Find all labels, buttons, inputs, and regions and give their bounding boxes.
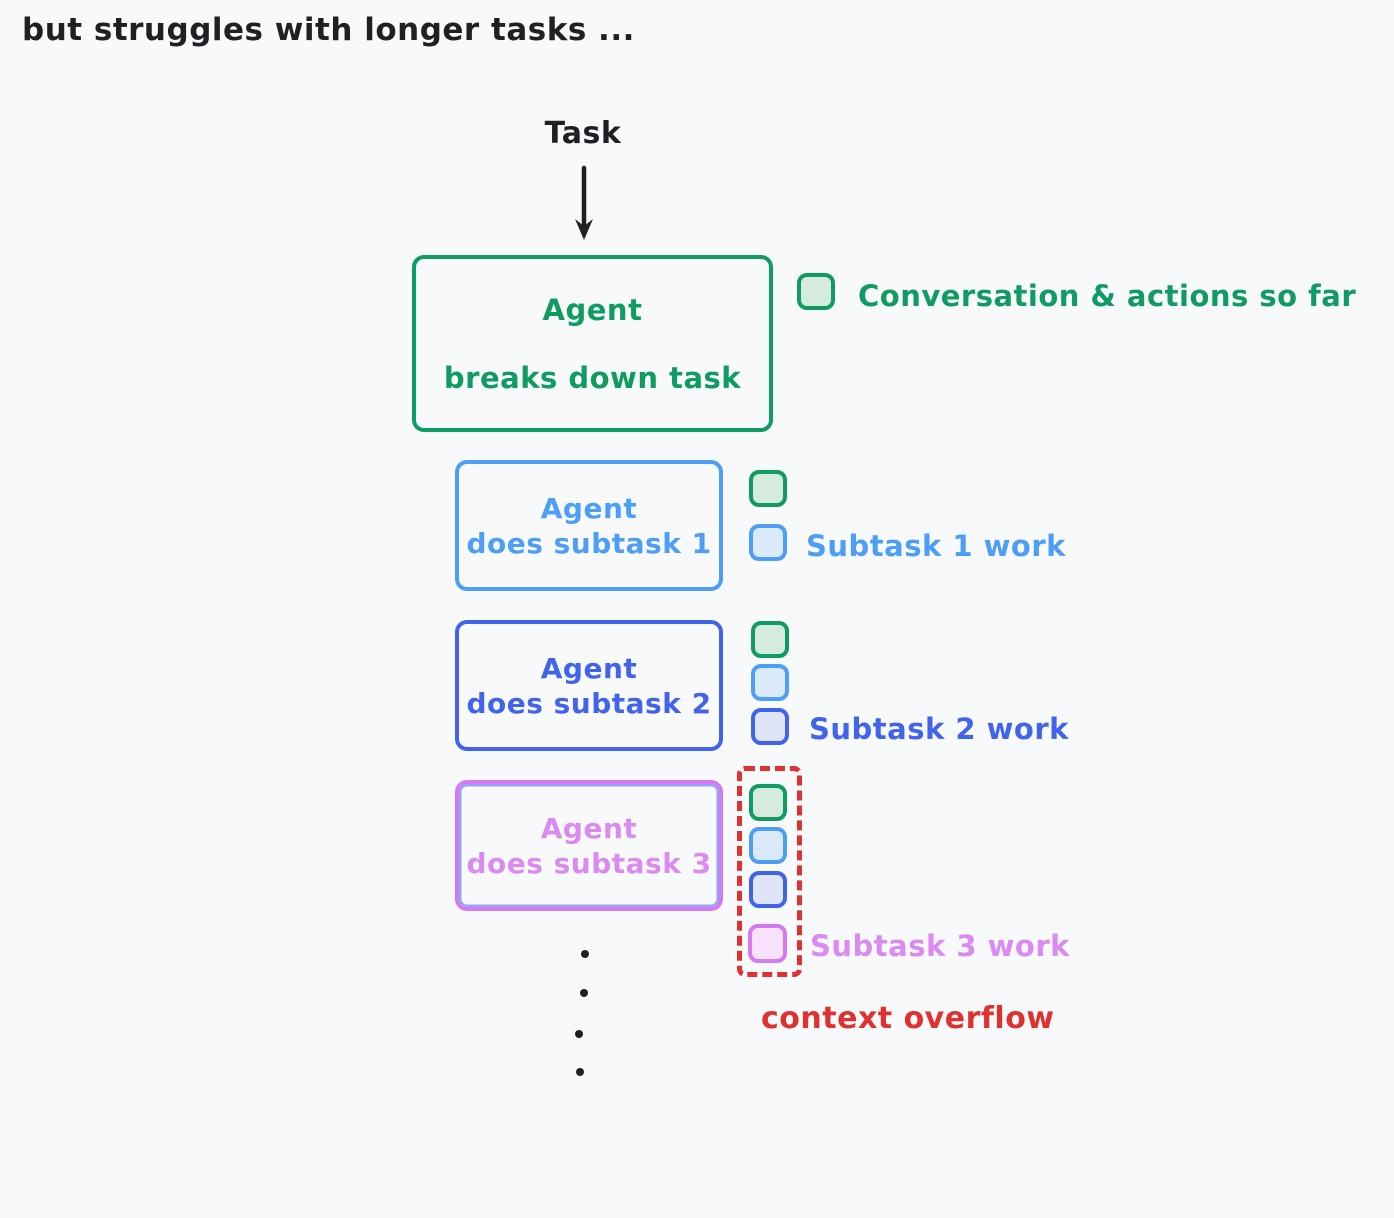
subtask-2-agent-box: Agent does subtask 2	[455, 620, 723, 751]
ellipsis-dot	[576, 1068, 584, 1076]
task-label: Task	[544, 116, 622, 151]
subtask-1-box-line2: does subtask 1	[466, 526, 712, 560]
subtask-3-box-line2: does subtask 3	[466, 846, 712, 880]
conversation-context-chip-icon	[751, 621, 789, 658]
subtask-1-agent-box: Agent does subtask 1	[455, 460, 723, 591]
context-overflow-label: context overflow	[761, 1001, 1055, 1036]
subtask-2-box-line2: does subtask 2	[466, 686, 712, 720]
subtask-1-context-chip-icon	[749, 524, 787, 561]
subtask-1-box-line1: Agent	[540, 491, 638, 525]
conversation-legend-label: Conversation & actions so far	[858, 279, 1357, 313]
page-title: but struggles with longer tasks ...	[22, 12, 635, 48]
conversation-context-chip-icon	[749, 784, 787, 821]
subtask-1-work-label: Subtask 1 work	[806, 529, 1066, 563]
subtask-2-work-label: Subtask 2 work	[809, 712, 1069, 746]
subtask-1-context-chip-icon	[749, 827, 787, 864]
context-overflow-frame	[737, 766, 802, 977]
subtask-3-context-chip-icon	[748, 924, 787, 963]
subtask-3-agent-box: Agent does subtask 3	[455, 780, 723, 911]
subtask-1-context-chip-icon	[751, 664, 789, 701]
conversation-context-chip-icon	[749, 470, 787, 507]
agent-box-line1: Agent	[542, 292, 643, 327]
agent-box-line2: breaks down task	[443, 360, 742, 395]
agent-breakdown-box: Agent breaks down task	[412, 255, 773, 432]
ellipsis-dot	[580, 989, 588, 997]
subtask-2-box-line1: Agent	[540, 651, 638, 685]
subtask-2-context-chip-icon	[751, 708, 789, 745]
conversation-context-chip-icon	[797, 273, 835, 310]
subtask-3-work-label: Subtask 3 work	[810, 929, 1070, 963]
ellipsis-dot	[581, 950, 589, 958]
down-arrow-icon	[575, 165, 593, 240]
subtask-2-context-chip-icon	[749, 871, 787, 908]
ellipsis-dot	[575, 1030, 583, 1038]
subtask-3-box-line1: Agent	[540, 811, 638, 845]
